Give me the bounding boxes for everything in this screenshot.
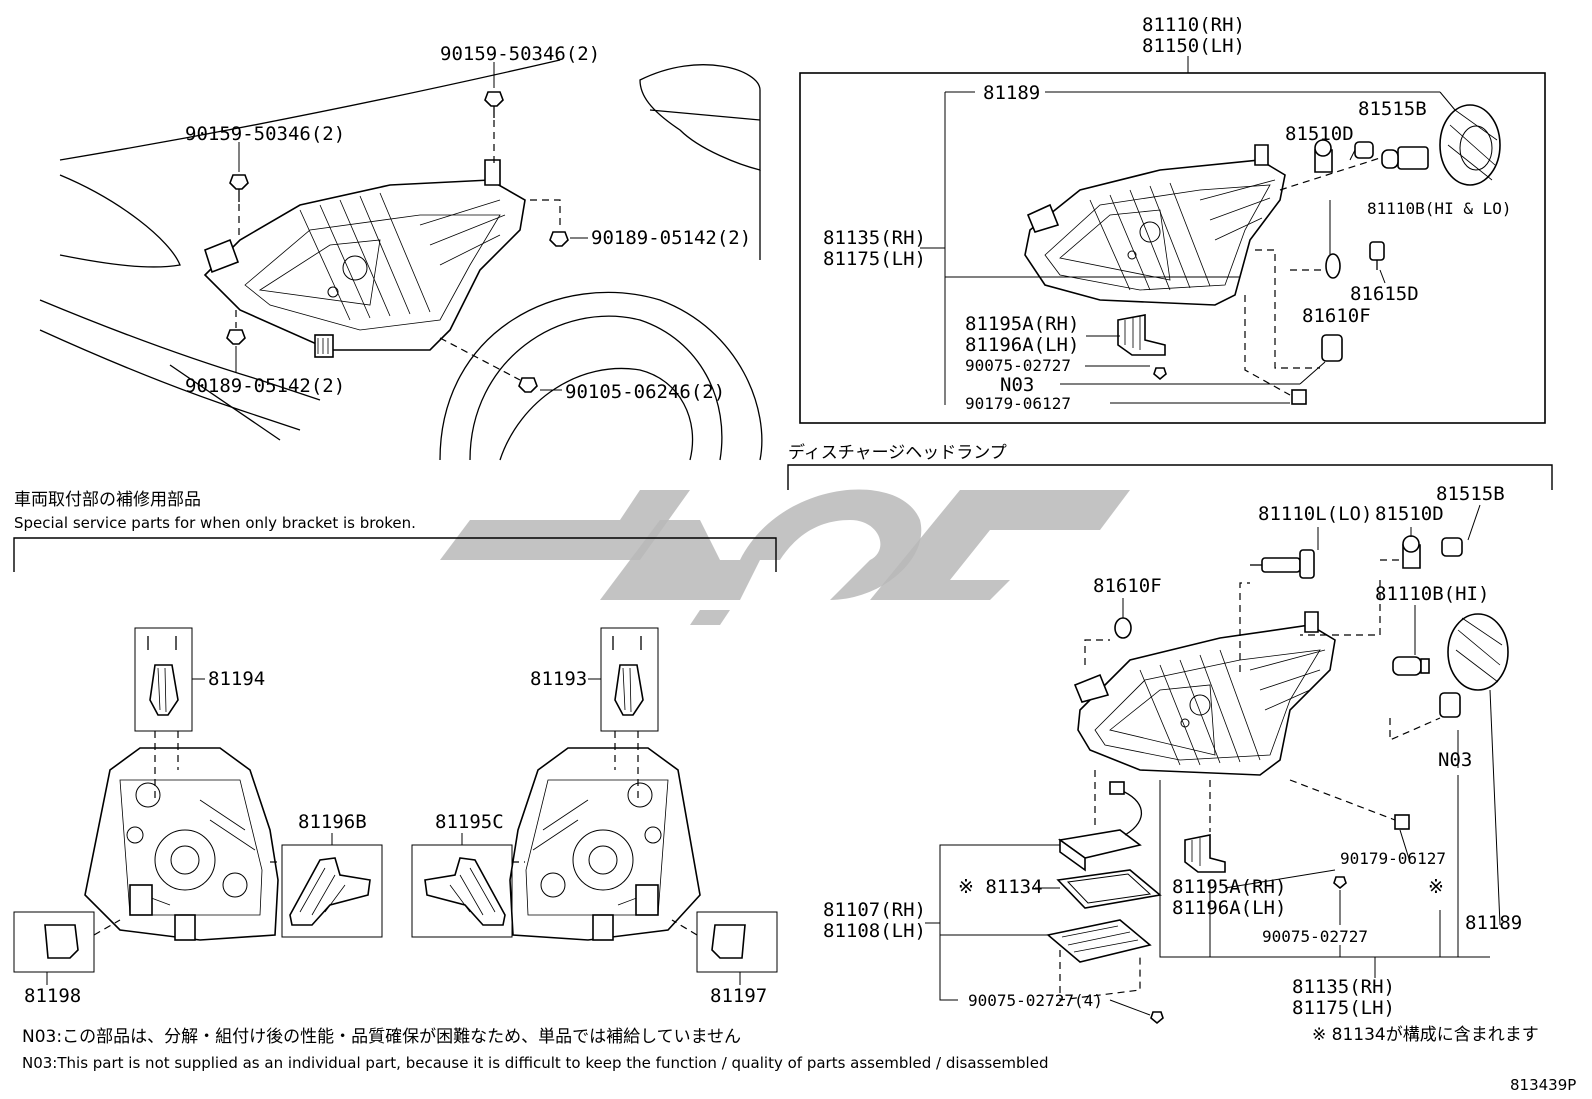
bulb-icon — [1381, 146, 1429, 170]
part-81515B: 81515B — [1358, 98, 1427, 120]
callout-90105: 90105-06246(2) — [565, 381, 725, 403]
part-81196A-lh-d: 81196A(LH) — [1172, 897, 1286, 919]
halogen-frame — [799, 72, 1546, 424]
nut-icon — [226, 329, 246, 345]
callout-90159-left: 90159-50346(2) — [185, 123, 345, 145]
part-81198: 81198 — [24, 985, 81, 1007]
bulb-icon — [1392, 656, 1430, 676]
discharge-assembly: ディスチャージヘッドランプ — [787, 442, 1553, 1045]
part-81615D: 81615D — [1350, 283, 1419, 305]
nut-icon — [549, 231, 569, 247]
clip-icon — [1394, 814, 1410, 830]
note-n03-jp: N03:この部品は、分解・組付け後の性能・品質確保が困難なため、単品では補給して… — [22, 1027, 741, 1047]
screw-icon — [1150, 1011, 1164, 1025]
part-81510D: 81510D — [1285, 123, 1354, 145]
part-81175-lh-d: 81175(LH) — [1292, 997, 1395, 1019]
callout-90189-bottom: 90189-05142(2) — [185, 375, 345, 397]
clip-icon — [1291, 389, 1307, 405]
box-81197 — [696, 911, 778, 973]
socket-icon — [1441, 537, 1463, 557]
halogen-assembly: 81110(RH) 81150(LH) — [799, 14, 1546, 424]
lamp-rear-right — [509, 747, 701, 941]
lamp-cover-icon — [1439, 104, 1501, 186]
service-heading-en: Special service parts for when only brac… — [14, 514, 416, 532]
part-81195A-rh: 81195A(RH) — [965, 313, 1079, 335]
part-81196A-lh: 81196A(LH) — [965, 334, 1079, 356]
part-81610F: 81610F — [1302, 305, 1371, 327]
part-90075-02727: 90075-02727 — [965, 356, 1071, 375]
ballast-cover-icon — [1046, 919, 1152, 1001]
part-81189-d: 81189 — [1465, 912, 1522, 934]
sheet-id: 813439P — [1510, 1076, 1576, 1094]
socket-icon — [1439, 692, 1461, 718]
bulb-icon — [1325, 253, 1341, 279]
part-n03-d: N03 — [1438, 749, 1472, 771]
part-81134: ※ 81134 — [958, 876, 1043, 898]
part-n03: N03 — [1000, 374, 1034, 396]
callout-90189-right: 90189-05142(2) — [591, 227, 751, 249]
discharge-heading: ディスチャージヘッドランプ — [788, 442, 1007, 463]
box-81198 — [13, 911, 95, 973]
part-81515B-d: 81515B — [1436, 483, 1505, 505]
watermark-logo — [440, 489, 1130, 625]
part-81150-lh: 81150(LH) — [1142, 35, 1245, 57]
socket-icon — [1321, 334, 1343, 362]
lamp-rear-left — [84, 747, 279, 941]
part-90075-02727-4: 90075-02727(4) — [968, 991, 1103, 1010]
part-90179-06127-d: 90179-06127 — [1340, 849, 1446, 868]
part-81195A-rh-d: 81195A(RH) — [1172, 876, 1286, 898]
part-81135-rh: 81135(RH) — [823, 227, 926, 249]
part-81197: 81197 — [710, 985, 767, 1007]
bulb-icon — [1402, 535, 1421, 569]
part-90075-02727-d: 90075-02727 — [1262, 927, 1368, 946]
bolt-icon — [484, 91, 504, 118]
footnotes: N03:この部品は、分解・組付け後の性能・品質確保が困難なため、単品では補給して… — [22, 1027, 1576, 1094]
part-81510D-d: 81510D — [1375, 503, 1444, 525]
part-81195C: 81195C — [435, 811, 504, 833]
vehicle-mount-view: 90159-50346(2) 90159-50346(2) 90189-0514… — [39, 43, 763, 461]
screw-icon — [1333, 876, 1347, 890]
bulb-icon — [1250, 549, 1315, 579]
part-81107-rh: 81107(RH) — [823, 899, 926, 921]
part-81193: 81193 — [530, 668, 587, 690]
lamp-cover-icon — [1447, 613, 1509, 691]
part-81135-rh-d: 81135(RH) — [1292, 976, 1395, 998]
ballast-mark: ※ — [1428, 876, 1444, 898]
service-parts-section: 車両取付部の補修用部品 Special service parts for wh… — [13, 490, 778, 1007]
part-81110B-hilo: 81110B(HI & LO) — [1367, 199, 1512, 218]
discharge-footnote: ※ 81134が構成に含まれます — [1312, 1025, 1539, 1045]
bolt-icon — [229, 174, 249, 202]
part-81110-rh: 81110(RH) — [1142, 14, 1245, 36]
part-81194: 81194 — [208, 668, 265, 690]
part-81175-lh: 81175(LH) — [823, 248, 926, 270]
screw-icon — [518, 377, 538, 393]
socket-icon — [1369, 241, 1385, 270]
part-81110L-lo: 81110L(LO) — [1258, 503, 1372, 525]
part-81108-lh: 81108(LH) — [823, 920, 926, 942]
bracket-icon — [1184, 834, 1226, 873]
part-81110B-hi: 81110B(HI) — [1375, 583, 1489, 605]
service-heading-jp: 車両取付部の補修用部品 — [14, 490, 201, 510]
screw-icon — [1153, 367, 1167, 381]
part-90179-06127: 90179-06127 — [965, 394, 1071, 413]
part-81610F-d: 81610F — [1093, 575, 1162, 597]
part-81189: 81189 — [983, 82, 1040, 104]
note-n03-en: N03:This part is not supplied as an indi… — [22, 1054, 1048, 1072]
part-81196B: 81196B — [298, 811, 367, 833]
gasket-icon — [1056, 869, 1162, 909]
bulb-icon — [1114, 617, 1132, 639]
bracket-icon — [1117, 314, 1166, 356]
callout-90159-top: 90159-50346(2) — [440, 43, 600, 65]
bulb-icon — [1314, 139, 1333, 173]
ballast-icon — [1057, 781, 1143, 872]
socket-icon — [1354, 141, 1374, 159]
